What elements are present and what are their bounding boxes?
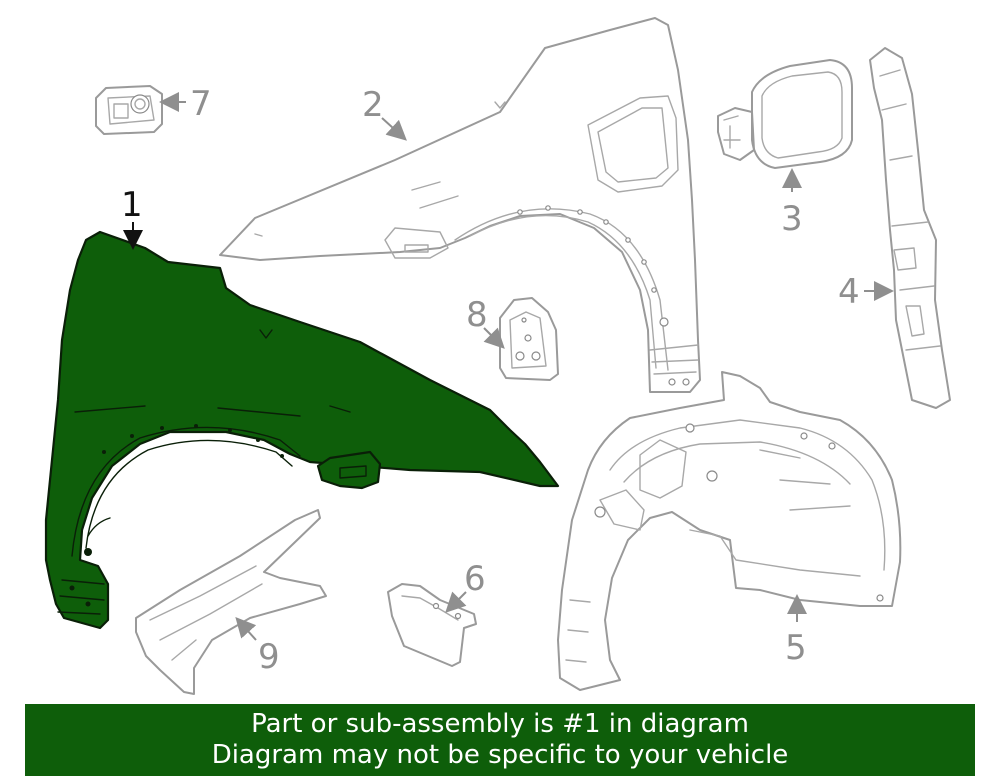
part-3-fuel-door — [717, 59, 853, 169]
info-banner: Part or sub-assembly is #1 in diagram Di… — [25, 704, 975, 776]
callout-3: 3 — [781, 199, 803, 239]
callout-9: 9 — [258, 637, 280, 677]
callout-2: 2 — [362, 85, 384, 125]
part-1-fender-highlighted — [44, 230, 560, 630]
part-7-bracket — [95, 85, 163, 135]
part-2-fender-outline — [219, 17, 701, 393]
leader-6 — [445, 591, 467, 613]
leader-9 — [235, 617, 257, 641]
part-8-plate — [499, 297, 559, 381]
callout-1: 1 — [121, 185, 143, 225]
callout-6: 6 — [464, 559, 486, 599]
callout-4: 4 — [838, 272, 860, 312]
leader-8 — [483, 327, 505, 349]
leader-2 — [381, 117, 407, 141]
callout-5: 5 — [785, 628, 807, 668]
callout-7: 7 — [190, 84, 212, 124]
callout-8: 8 — [466, 295, 488, 335]
part-4-support-bracket — [869, 47, 951, 409]
part-5-wheelhouse-liner — [557, 371, 902, 691]
banner-line-1: Part or sub-assembly is #1 in diagram — [251, 709, 749, 739]
parts-diagram: 1 2 3 4 5 6 7 8 9 — [44, 17, 951, 695]
part-6-splash-shield — [387, 583, 477, 667]
part-9-reinforcement — [135, 509, 327, 695]
banner-line-2: Diagram may not be specific to your vehi… — [211, 740, 789, 770]
